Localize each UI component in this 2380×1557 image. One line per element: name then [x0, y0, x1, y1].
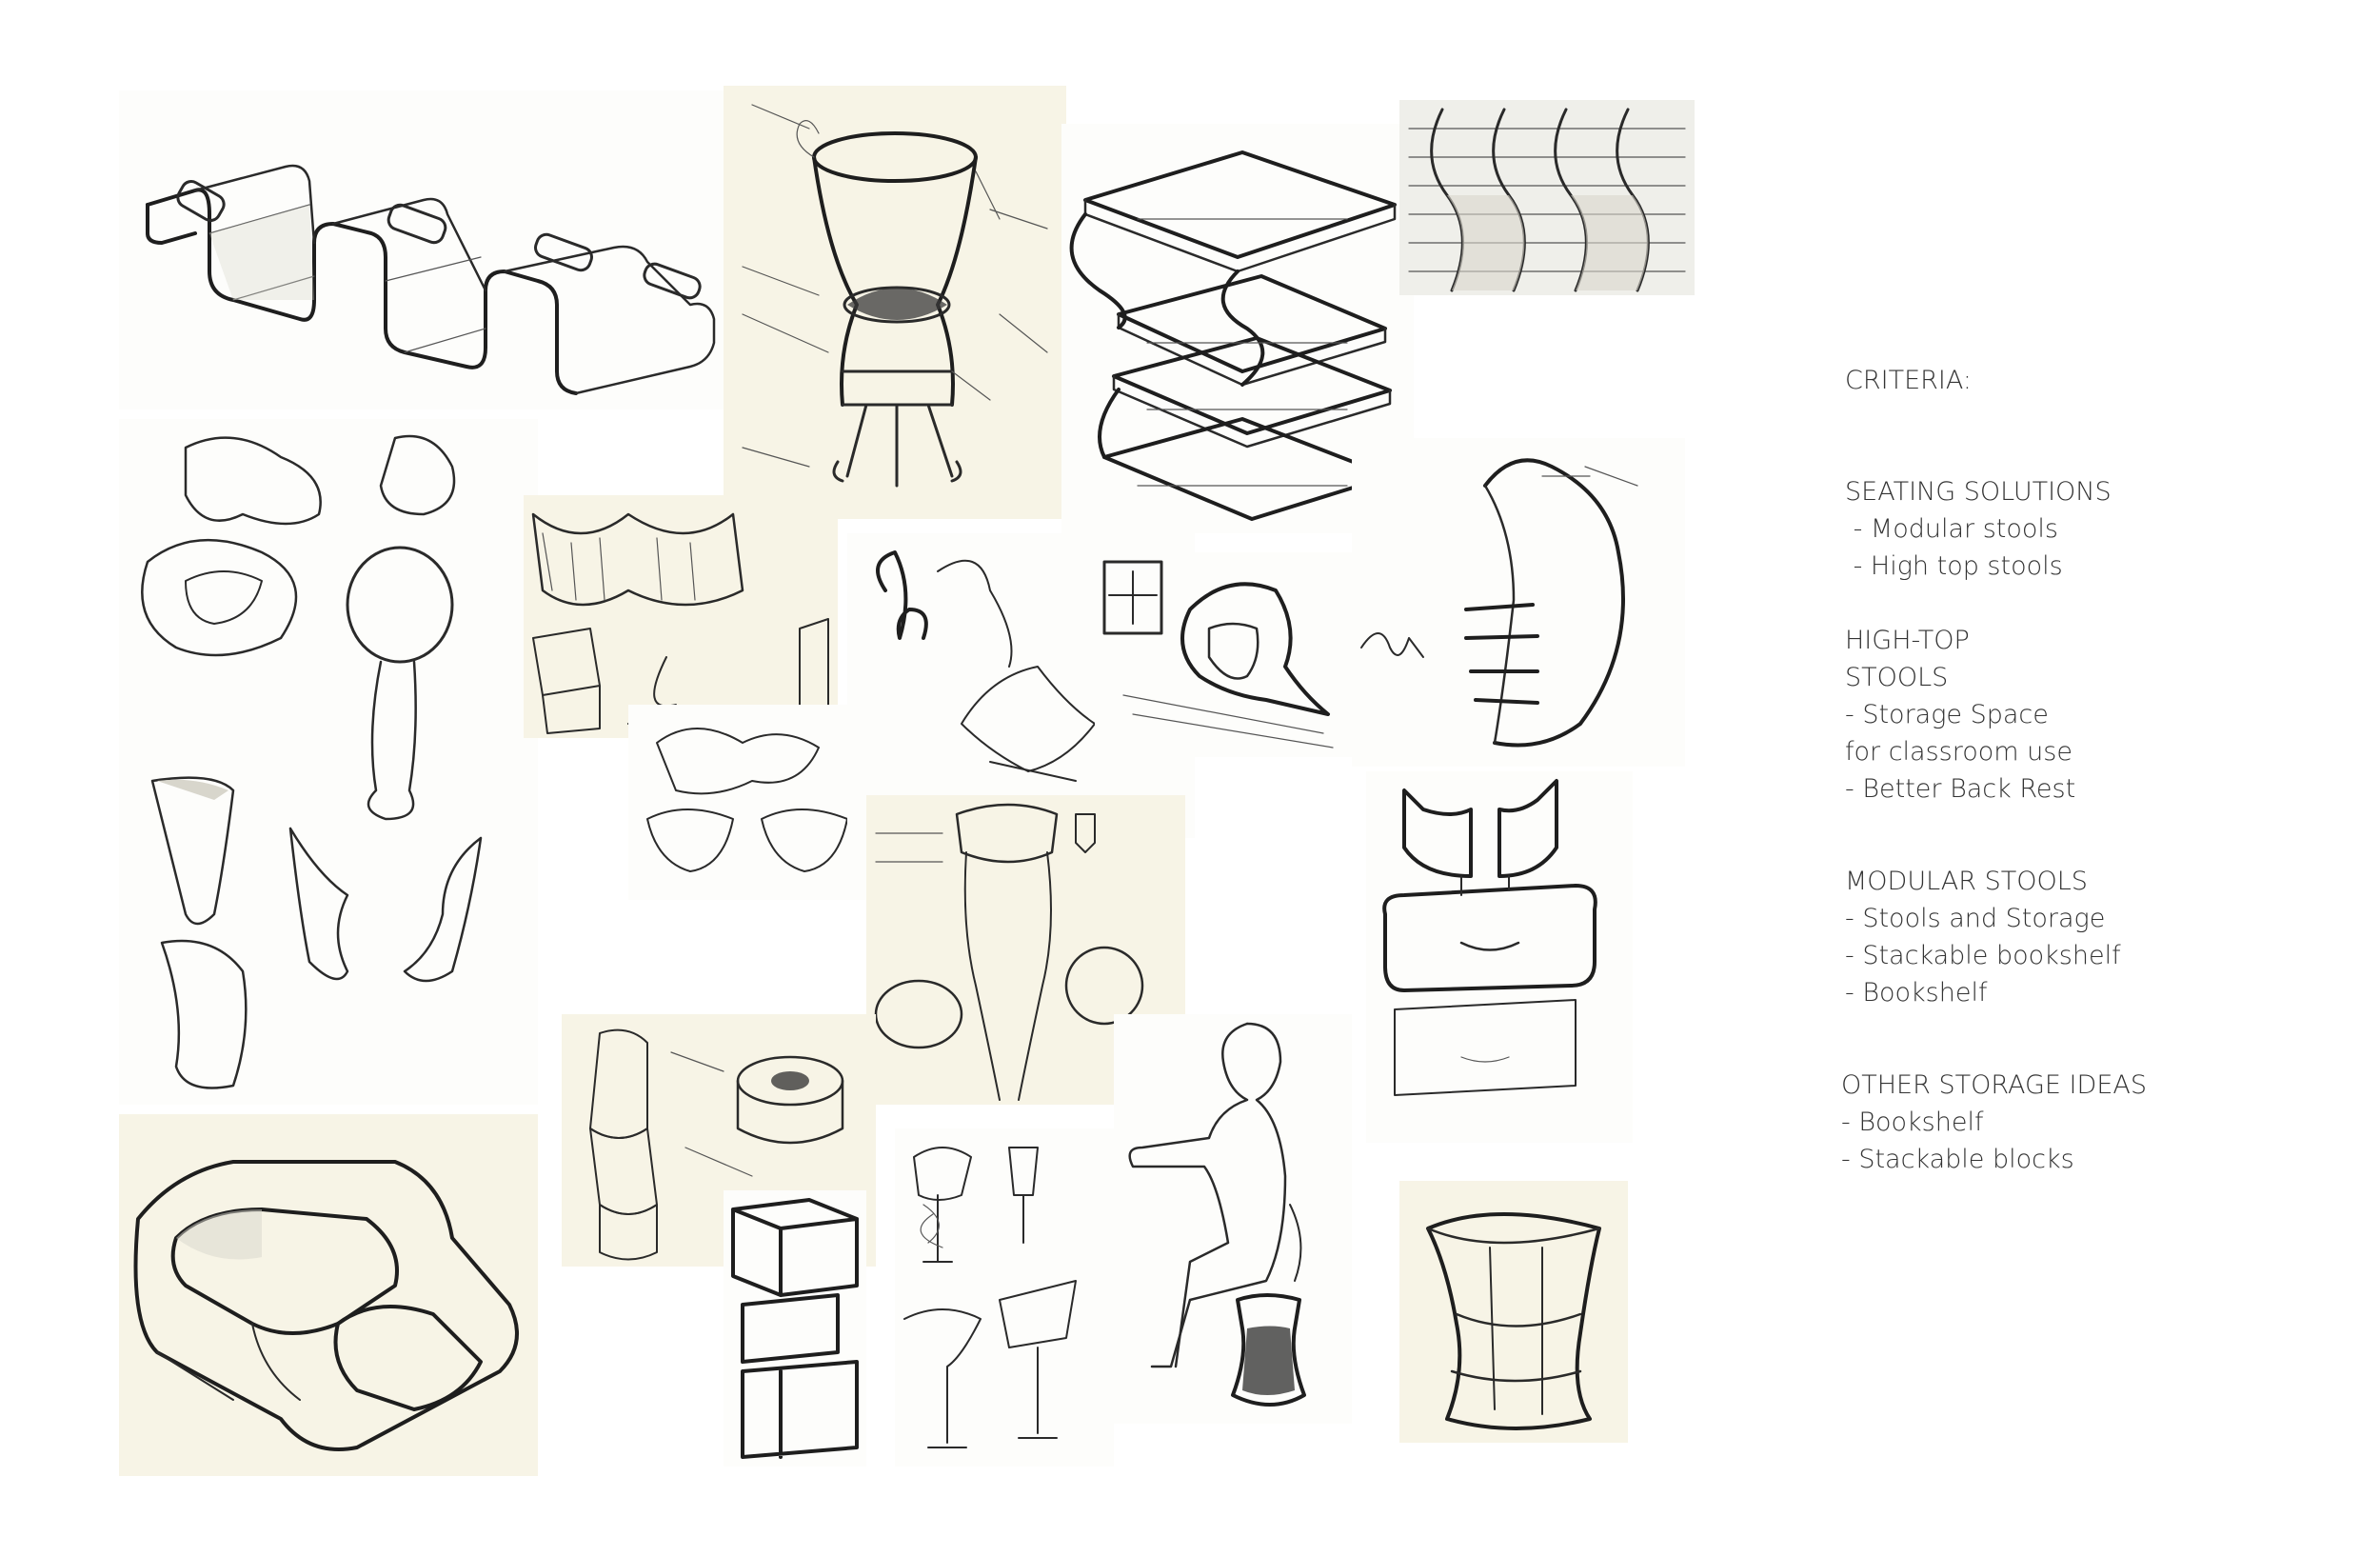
- sketch-drawer-stool: [1366, 771, 1633, 1143]
- sketch-curved-armchair: [1095, 552, 1352, 757]
- modular-heading: MODULAR STOOLS: [1845, 867, 2088, 896]
- sketch-bowl-stools: [628, 705, 866, 900]
- seating-item: - Modular stools: [1845, 514, 2058, 544]
- other-item: - Stackable blocks: [1841, 1145, 2074, 1174]
- criteria-panel: CRITERIA: SEATING SOLUTIONS - Modular st…: [1841, 362, 2340, 1178]
- other-heading: OTHER STORAGE IDEAS: [1841, 1070, 2147, 1100]
- other-item: - Bookshelf: [1841, 1108, 1984, 1137]
- sketch-wavy-bench: [119, 90, 728, 409]
- hightop-item: for classroom use: [1845, 737, 2073, 767]
- hightop-heading: STOOLS: [1845, 663, 1949, 692]
- seating-heading: SEATING SOLUTIONS: [1845, 477, 2112, 507]
- sketch-wave-seat-blocks: [524, 495, 838, 738]
- sketch-cube-shelf: [724, 1190, 866, 1467]
- criteria-title: CRITERIA:: [1845, 366, 1972, 395]
- modular-item: - Bookshelf: [1845, 978, 1988, 1008]
- sketch-organic-stools: [119, 419, 538, 1105]
- sketch-curved-bookshelf: [1352, 438, 1685, 767]
- sketch-barrel-shelf: [1399, 1181, 1628, 1443]
- hightop-item: - Better Back Rest: [1845, 774, 2076, 804]
- sketch-hourglass-stool: [724, 86, 1066, 519]
- modular-item: - Stools and Storage: [1845, 904, 2106, 933]
- seating-item: - High top stools: [1845, 551, 2063, 581]
- sketch-seated-figure: [1114, 1014, 1352, 1424]
- hightop-heading: HIGH-TOP: [1845, 626, 1970, 655]
- hightop-item: - Storage Space: [1845, 700, 2049, 729]
- modular-item: - Stackable bookshelf: [1845, 941, 2121, 970]
- sketch-hatched-columns: [1399, 100, 1695, 295]
- sketch-block-sofa: [119, 1114, 538, 1476]
- sketch-bar-stools: [895, 1128, 1114, 1467]
